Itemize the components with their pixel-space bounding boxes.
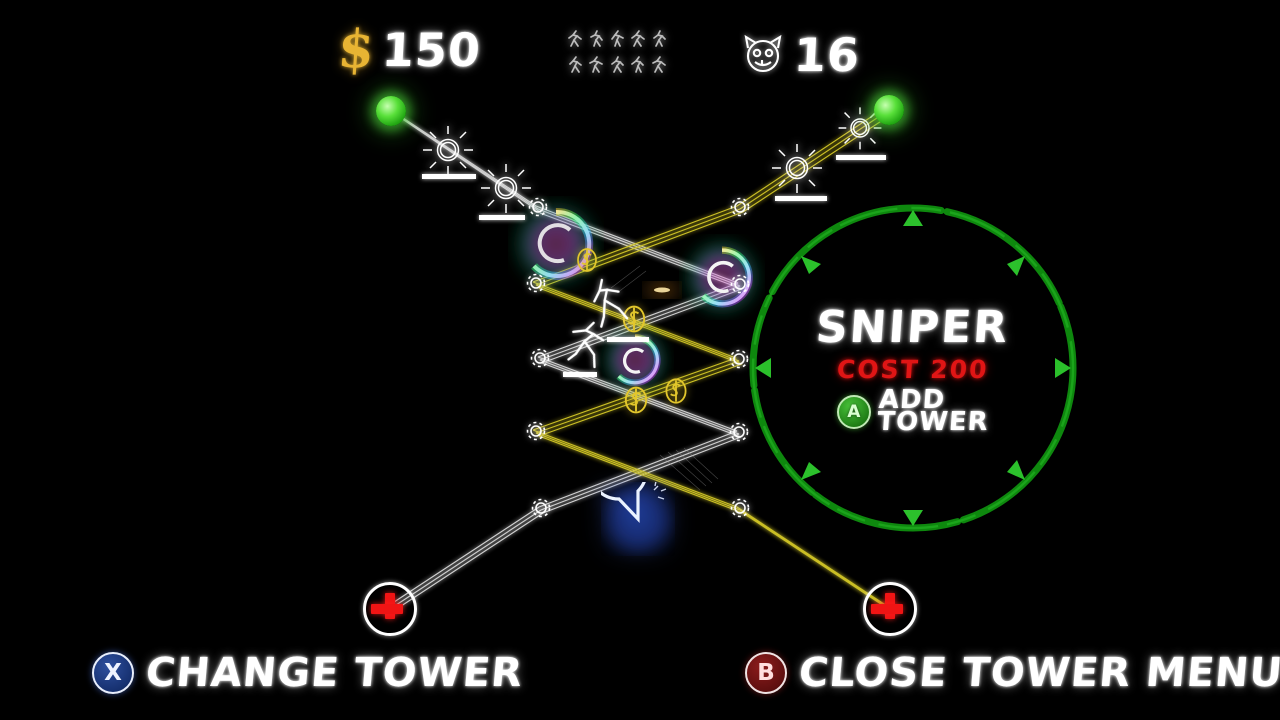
stickman-icon: [629, 54, 649, 79]
tower-range-ring: [749, 204, 1077, 532]
bottom-button-bar: X CHANGE TOWER B CLOSE TOWER MENU: [0, 634, 1280, 720]
enemy-unit: [555, 308, 629, 382]
goal-point: [363, 582, 417, 636]
tower-node[interactable]: [769, 140, 825, 200]
stickman-icon: [566, 28, 586, 53]
add-tower-label-line2: TOWER: [876, 407, 990, 437]
enemy-unit: [571, 261, 653, 348]
add-tower-label: ADD TOWER: [876, 385, 990, 437]
stickman-icon: [587, 28, 607, 53]
enemy-health-bar: [607, 337, 649, 342]
pac-cursor[interactable]: [588, 441, 675, 556]
gear-icon[interactable]: [527, 345, 553, 375]
goal-point: [863, 582, 917, 636]
coin-pickup[interactable]: [619, 302, 649, 336]
stickman-icon: [650, 28, 670, 53]
coin-pickup[interactable]: [621, 383, 651, 417]
coin-pickup[interactable]: [662, 375, 692, 409]
gear-icon[interactable]: [523, 418, 549, 448]
tower-node[interactable]: [836, 104, 884, 156]
gear-icon[interactable]: [727, 271, 753, 301]
gear-icon[interactable]: [523, 270, 549, 300]
gear-icon[interactable]: [528, 495, 554, 525]
cat-face-icon: [740, 34, 786, 76]
path-scratch-marks: [610, 265, 719, 491]
change-tower-label: CHANGE TOWER: [143, 650, 525, 696]
dollar-icon: $: [335, 19, 377, 80]
gear-icon[interactable]: [727, 194, 753, 224]
money-display: $ 150: [335, 19, 483, 80]
lives-display: 16: [740, 28, 862, 82]
stickman-icon: [650, 54, 670, 79]
rainbow-swirl-effect: [679, 234, 765, 324]
button-x-icon[interactable]: X: [92, 652, 134, 694]
gear-icon[interactable]: [525, 194, 551, 224]
gear-icon[interactable]: [727, 495, 753, 525]
change-tower-button[interactable]: X CHANGE TOWER: [92, 650, 525, 696]
enemies-remaining-display: [566, 28, 670, 79]
lives-value: 16: [792, 28, 862, 82]
enemy-count-grid: [566, 28, 670, 79]
tower-menu[interactable]: SNIPER COST 200 A ADD TOWER: [743, 198, 1083, 538]
hud: $ 150: [0, 0, 1280, 95]
tower-menu-cost: COST 200: [836, 355, 990, 385]
close-tower-menu-label: CLOSE TOWER MENU: [796, 650, 1280, 696]
tower-health-bar: [422, 174, 476, 179]
close-tower-menu-button[interactable]: B CLOSE TOWER MENU: [745, 650, 1280, 696]
add-tower-action[interactable]: A ADD TOWER: [836, 385, 990, 437]
stickman-icon: [566, 54, 586, 79]
spawn-point: [376, 96, 406, 126]
coin-pickup[interactable]: [574, 245, 604, 279]
tower-node[interactable]: [420, 122, 476, 182]
tower-health-bar: [836, 155, 886, 160]
tower-health-bar: [479, 215, 525, 220]
tower-health-bar: [775, 196, 827, 201]
stickman-icon: [629, 28, 649, 53]
money-value: 150: [380, 23, 483, 77]
tower-menu-title: SNIPER: [814, 302, 1012, 354]
gear-icon[interactable]: [726, 419, 752, 449]
button-b-icon[interactable]: B: [745, 652, 787, 694]
button-a-icon[interactable]: A: [836, 395, 871, 429]
stickman-icon: [587, 54, 607, 79]
spawn-point: [874, 95, 904, 125]
muzzle-flash-effect: [642, 281, 682, 303]
gear-icon[interactable]: [726, 346, 752, 376]
stickman-icon: [608, 54, 628, 79]
tower-node[interactable]: [478, 160, 534, 220]
stickman-icon: [608, 28, 628, 53]
enemy-health-bar: [563, 372, 597, 377]
